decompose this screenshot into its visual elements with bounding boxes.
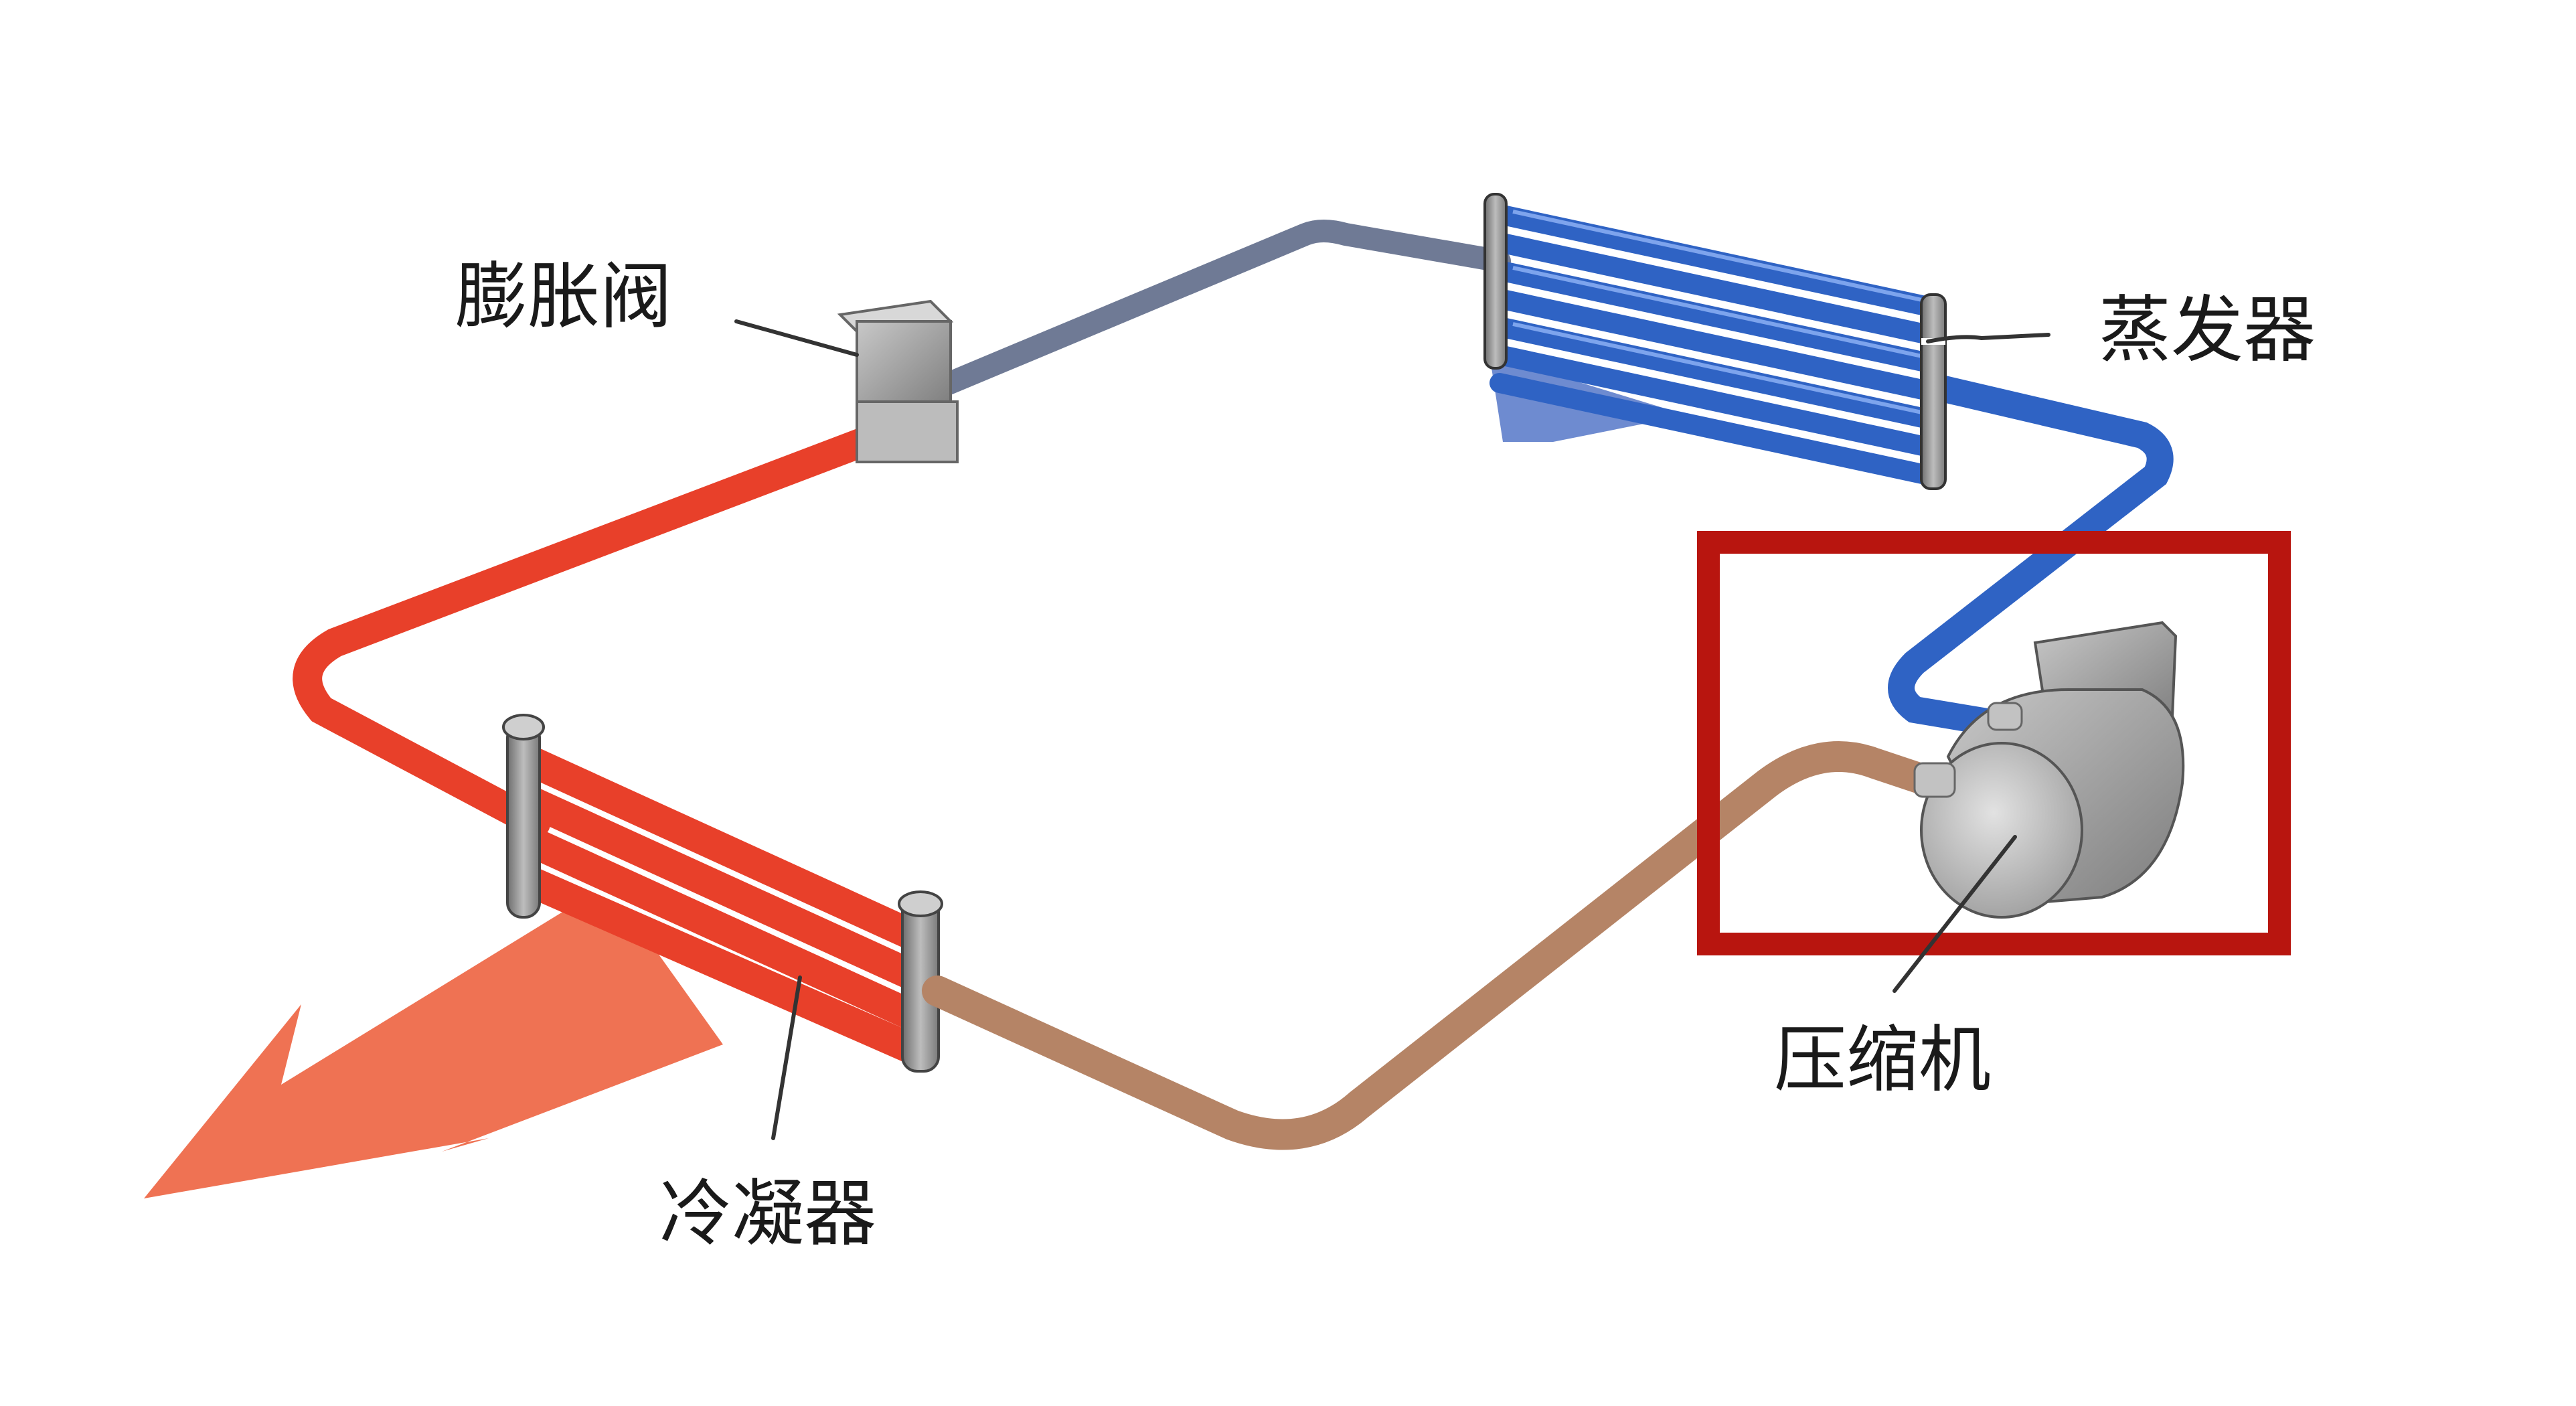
pipe-compressor-to-condenser: [922, 741, 1950, 1150]
condenser: [502, 714, 943, 1073]
leader-expansion-valve: [734, 319, 859, 357]
pipe-evaporator-to-compressor: [1888, 375, 2174, 736]
label-compressor: 压缩机: [1774, 1018, 1991, 1102]
label-expansion-valve: 膨胀阀: [455, 255, 672, 339]
compressor-end-cap: [1920, 742, 2083, 919]
compressor: [1913, 621, 2185, 919]
heat-rejection-arrow: [144, 904, 723, 1198]
evaporator-header-left: [1483, 193, 1508, 370]
evaporator: [1483, 193, 1947, 490]
compressor-highlight-box: [1697, 531, 2291, 955]
condenser-header-left: [506, 722, 541, 919]
expansion-valve: [837, 299, 959, 463]
label-evaporator: 蒸发器: [2099, 289, 2316, 372]
leader-condenser: [771, 975, 802, 1140]
leader-compressor: [1893, 835, 2017, 993]
leader-evaporator: [1926, 333, 2050, 343]
pipe-condenser-to-valve: [293, 427, 878, 838]
evaporator-header-right: [1920, 293, 1947, 490]
label-condenser: 冷凝器: [659, 1172, 876, 1256]
pipe-valve-to-evaporator: [926, 220, 1511, 400]
